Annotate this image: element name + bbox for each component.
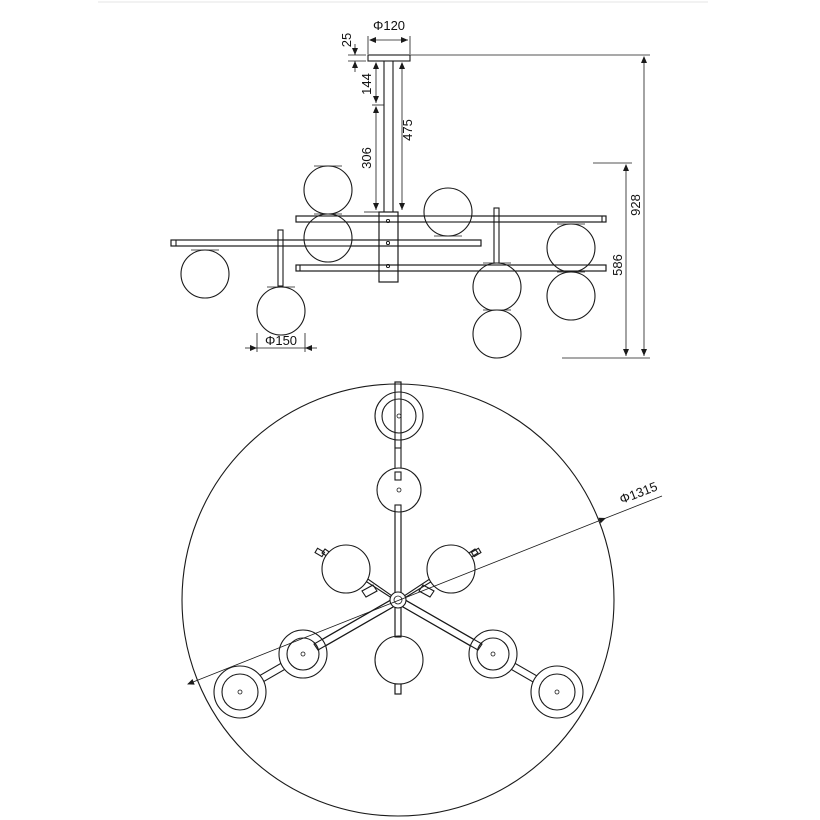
plan-view: Φ1315: [181, 381, 663, 817]
dim-canopy-height: 25: [339, 33, 354, 47]
side-elevation: Φ120 25 144 306 475 928 586 Φ150: [170, 18, 650, 359]
dim-rod-lower: 306: [359, 147, 374, 169]
globe: [180, 165, 596, 359]
dim-rod-total: 475: [400, 119, 415, 141]
dim-overall-diameter: Φ1315: [617, 479, 659, 507]
plan-globe: [213, 391, 584, 719]
dim-rod-upper: 144: [359, 73, 374, 95]
overall-outline-circle: [181, 383, 615, 817]
plan-central-hub: [389, 591, 407, 609]
dim-overall-height: 928: [628, 194, 643, 216]
dim-globe-diameter: Φ150: [265, 333, 297, 348]
dim-body-height: 586: [610, 254, 625, 276]
canopy: [367, 54, 411, 62]
dim-canopy-diameter: Φ120: [373, 18, 405, 33]
